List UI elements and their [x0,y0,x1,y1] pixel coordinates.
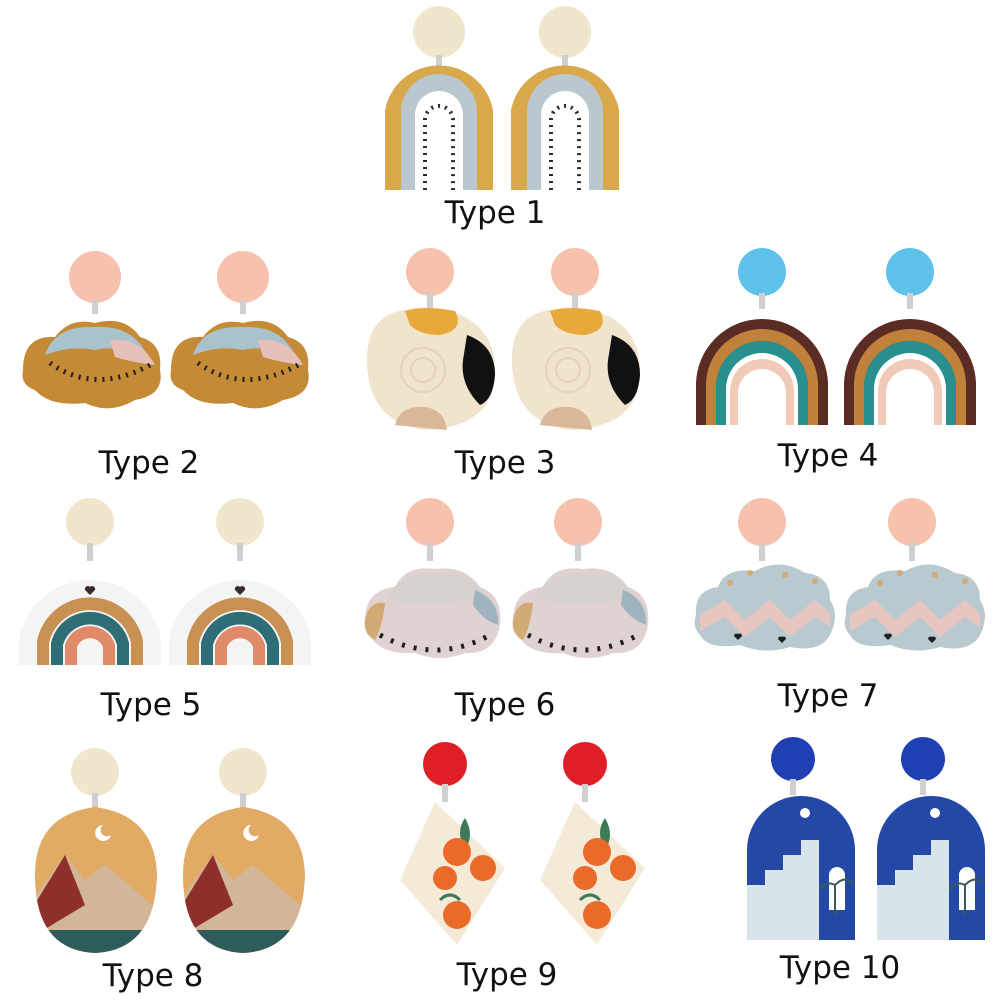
product-type-8[interactable]: Type 8 [25,745,315,1000]
product-type-10[interactable]: Type 10 [735,735,995,995]
earring-pair-rainbow-arch [385,6,619,190]
product-type-9[interactable]: Type 9 [365,740,645,1000]
earring-pair-orange-diamond [400,742,645,945]
earring-pair-fan [364,498,649,658]
product-label: Type 5 [100,687,202,723]
earring-pair-blue-arch [747,737,985,940]
earring-pair-round-abstract [366,248,641,430]
product-label: Type 9 [456,957,558,993]
stud [539,6,591,58]
product-type-4[interactable]: Type 4 [690,245,990,480]
earring-pair-rainbow-teal [696,248,976,425]
earring-pair-cloud-zigzag [694,498,985,651]
product-type-7[interactable]: Type 7 [690,495,990,725]
product-label: Type 8 [102,958,204,994]
product-label: Type 7 [777,678,879,714]
stud [413,6,465,58]
product-label: Type 4 [777,438,879,474]
product-label: Type 1 [444,195,546,231]
product-type-3[interactable]: Type 3 [355,245,655,490]
earring-pair-cloud [22,251,309,409]
product-type-6[interactable]: Type 6 [355,495,655,735]
earring-pair-rainbow-heart [19,498,311,665]
product-type-5[interactable]: Type 5 [15,495,325,735]
product-type-1[interactable]: Type 1 [375,0,635,240]
product-label: Type 10 [779,950,901,986]
product-label: Type 3 [454,445,556,481]
product-type-2[interactable]: Type 2 [15,245,325,490]
earring-pair-mountain [35,748,305,953]
product-label: Type 2 [98,445,200,481]
product-label: Type 6 [454,687,556,723]
